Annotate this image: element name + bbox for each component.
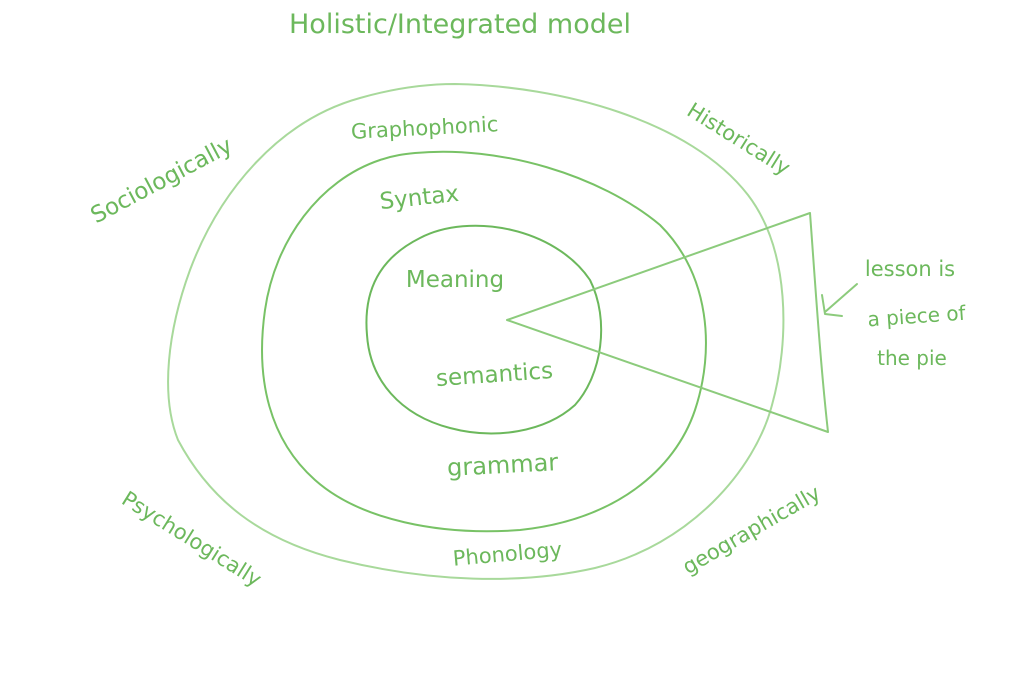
label-grammar: grammar (446, 448, 559, 482)
label-graphophonic: Graphophonic (350, 112, 499, 144)
label-semantics: semantics (435, 358, 554, 392)
label-psychologically: Psychologically (118, 487, 266, 592)
label-sociologically: Sociologically (87, 133, 237, 229)
label-historically: Historically (683, 98, 795, 180)
annotation-arrow (821, 283, 858, 317)
annotation-line-2: a piece of (867, 301, 967, 332)
outer-ring (167, 83, 785, 580)
label-geographically: geographically (678, 481, 824, 579)
label-phonology: Phonology (452, 537, 563, 570)
pie-slice (506, 212, 829, 433)
label-meaning: Meaning (406, 267, 504, 293)
diagram-title: Holistic/Integrated model (289, 9, 631, 40)
annotation-line-1: lesson is (865, 257, 955, 281)
label-syntax: Syntax (378, 181, 460, 215)
middle-ring (261, 150, 707, 533)
annotation-line-3: the pie (877, 346, 947, 370)
inner-ring (365, 224, 603, 435)
